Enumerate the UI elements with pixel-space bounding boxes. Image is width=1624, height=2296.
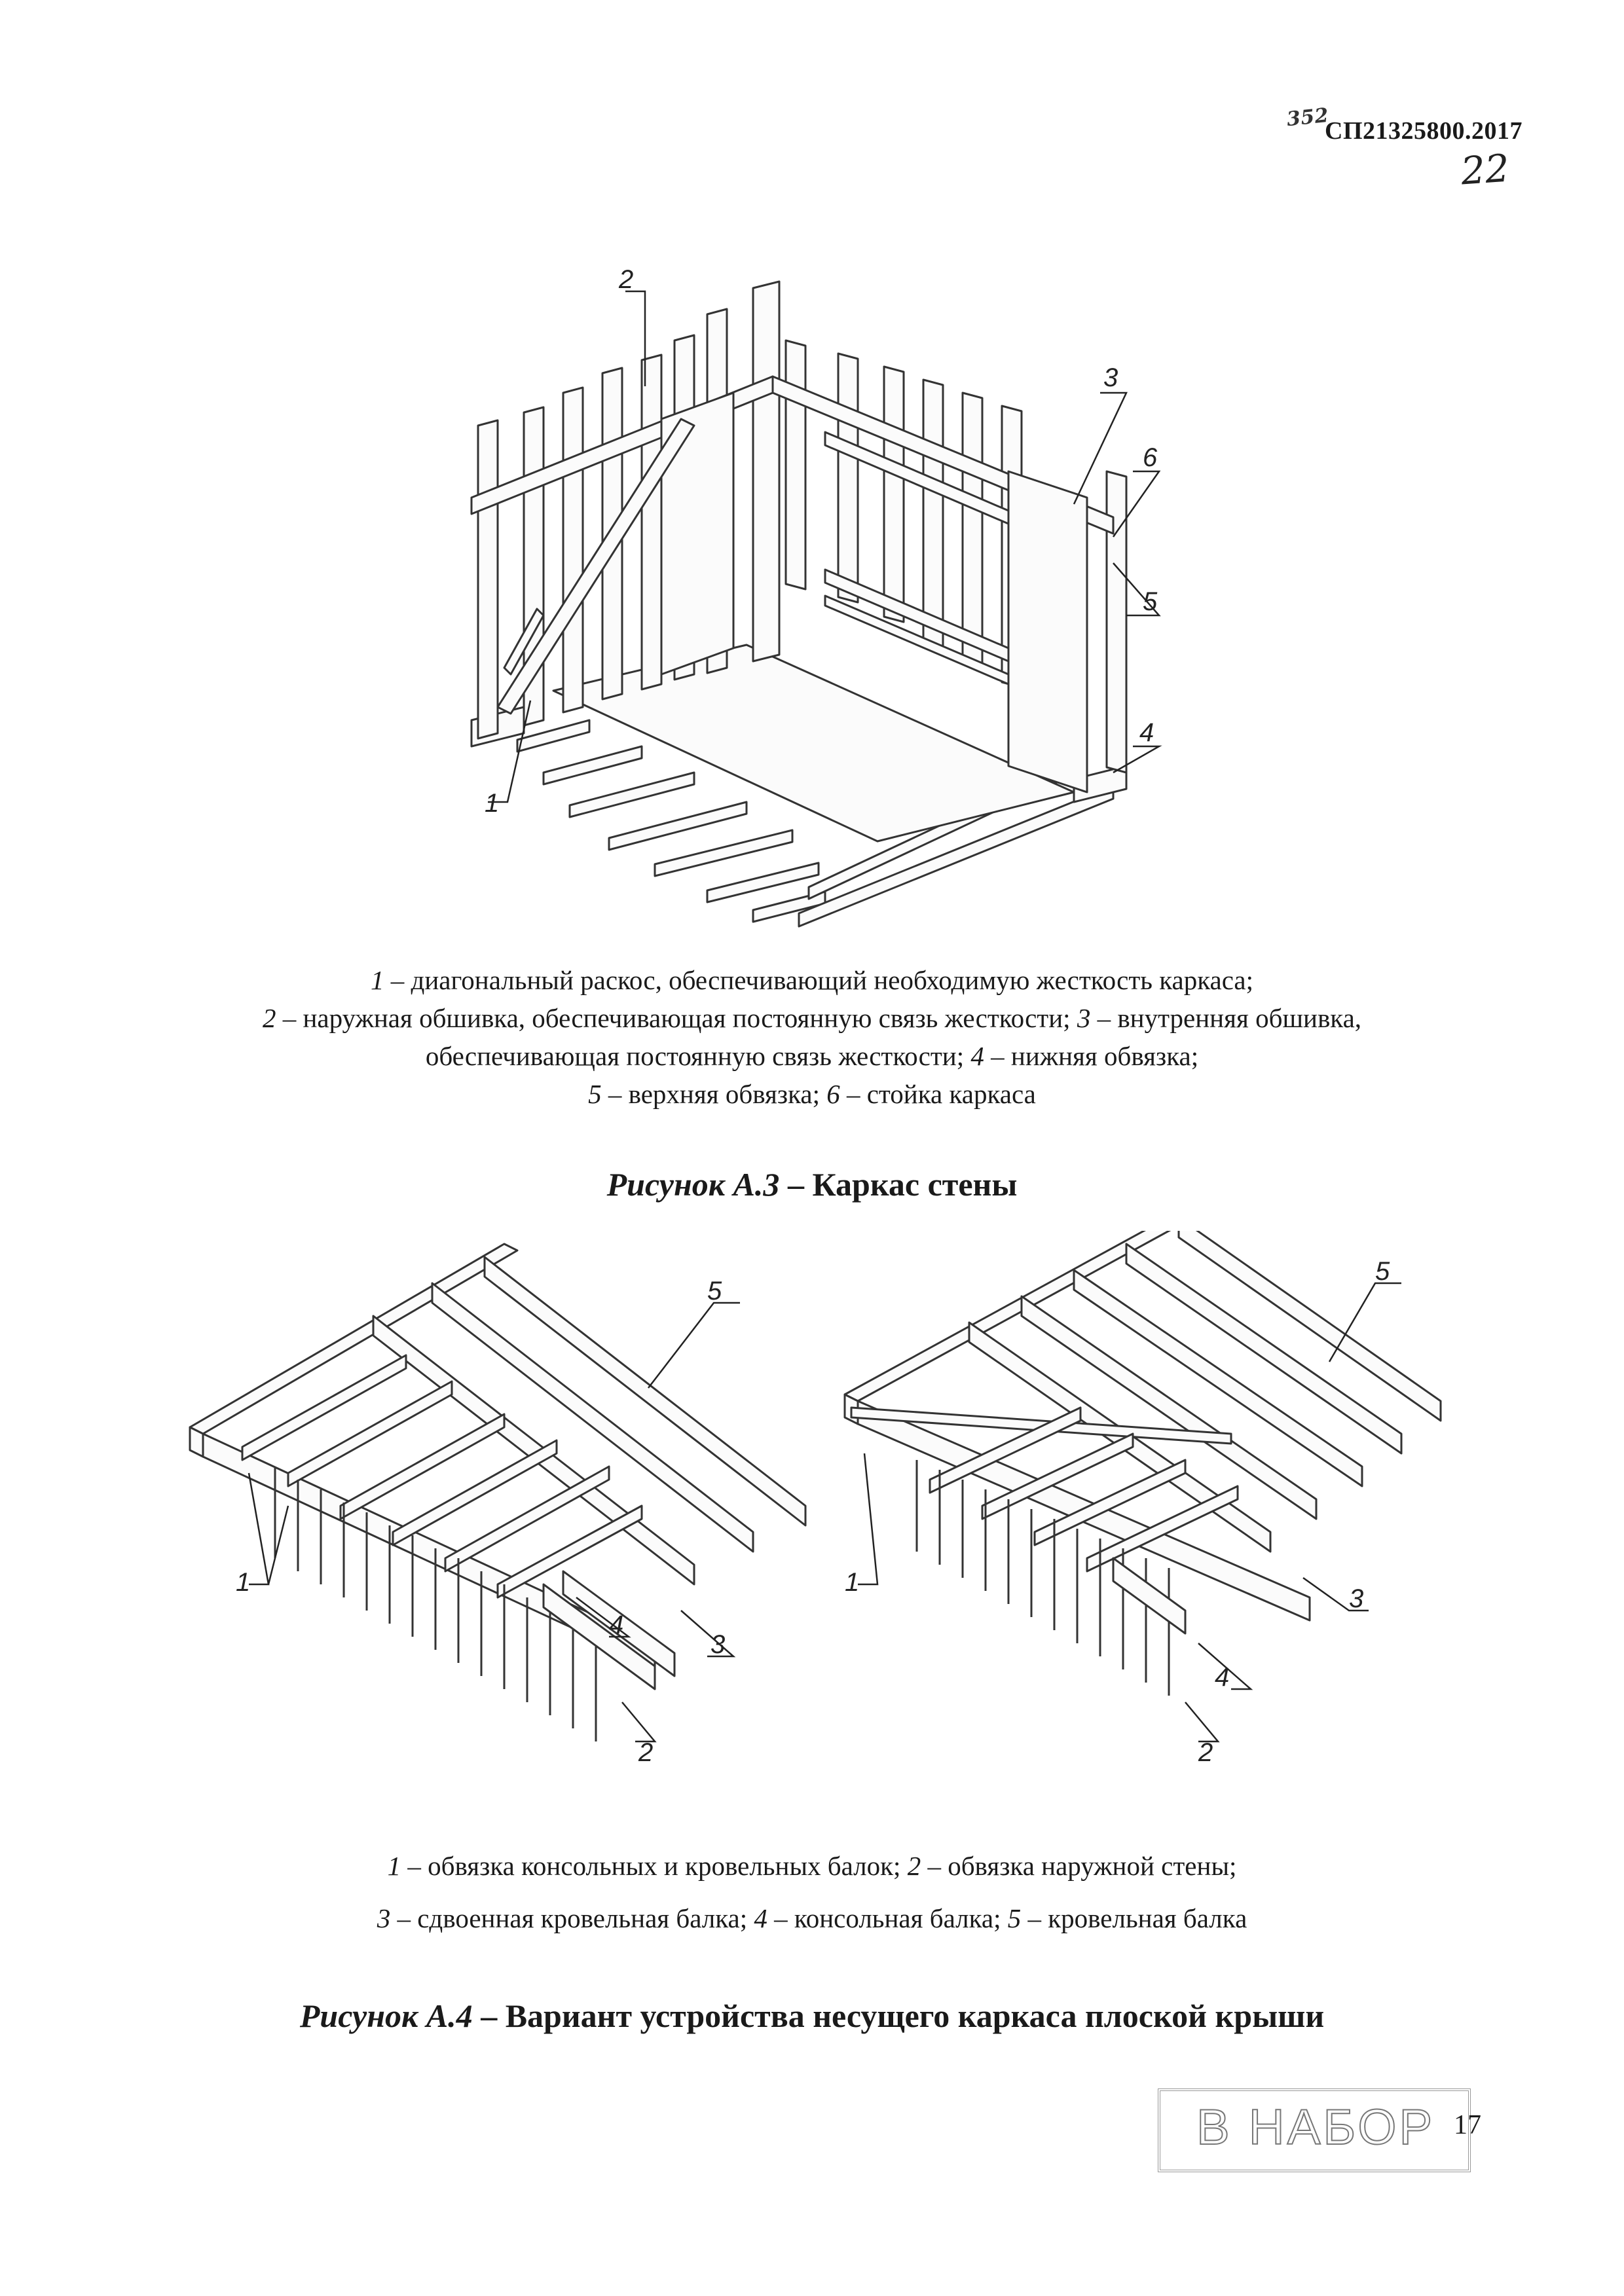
figure-a4-caption: 1 – обвязка консольных и кровельных бало… <box>0 1840 1624 1944</box>
figure-a4-leaders <box>248 1282 1401 1743</box>
caption-line: 1 – диагональный раскос, обеспечивающий … <box>371 965 1253 995</box>
fig-a4-left-label-2: 2 <box>638 1738 653 1767</box>
fig-a3-label-3: 3 <box>1103 363 1118 392</box>
stamp: В НАБОР <box>1158 2088 1471 2172</box>
figure-a3-caption: 1 – диагональный раскос, обеспечивающий … <box>0 961 1624 1113</box>
stamp-text: В НАБОР <box>1196 2099 1435 2156</box>
caption-line: 5 – верхняя обвязка; 6 – стойка каркаса <box>588 1079 1036 1109</box>
fig-a3-label-5: 5 <box>1143 587 1158 616</box>
handwritten-code: 352 <box>1285 103 1330 132</box>
page-number: 17 <box>1454 2110 1481 2140</box>
figure-a4-drawing: 5 1 4 3 2 5 1 3 4 2 <box>189 1231 1442 1767</box>
fig-a4-left-label-3: 3 <box>710 1630 725 1659</box>
inner-sheathing-panel <box>1007 470 1088 793</box>
figure-a4-title: Рисунок А.4 – Вариант устройства несущег… <box>299 1997 1325 2034</box>
left-roof-frame <box>189 1243 807 1741</box>
figure-a3-title: Рисунок А.3 – Каркас стены <box>606 1166 1018 1203</box>
fig-a4-right-label-2: 2 <box>1198 1738 1213 1767</box>
handwritten-sheet-number: 22 <box>1459 145 1511 194</box>
caption-line: 3 – сдвоенная кровельная балка; 4 – конс… <box>377 1903 1247 1933</box>
right-roof-frame <box>843 1231 1442 1696</box>
doc-code-prefix: СП <box>1325 117 1363 145</box>
fig-a4-right-label-1: 1 <box>845 1568 859 1597</box>
fig-a4-left-label-1: 1 <box>236 1568 250 1597</box>
caption-line: 1 – обвязка консольных и кровельных бало… <box>387 1851 1237 1881</box>
caption-line: 2 – наружная обшивка, обеспечивающая пос… <box>262 1003 1362 1033</box>
fig-a3-label-6: 6 <box>1143 443 1158 472</box>
fig-a4-left-label-4: 4 <box>609 1611 623 1639</box>
document-code: СП21325800.2017 352 <box>1285 104 1522 145</box>
figure-a3-leaders <box>488 290 1162 803</box>
fig-a3-label-2: 2 <box>618 265 633 294</box>
fig-a3-label-4: 4 <box>1139 718 1154 747</box>
diagonal-brace <box>496 418 695 715</box>
fig-a4-right-label-4: 4 <box>1215 1663 1229 1692</box>
fig-a4-right-label-3: 3 <box>1349 1584 1363 1613</box>
fig-a3-label-1: 1 <box>485 789 499 818</box>
caption-line: обеспечивающая постоянную связь жесткост… <box>425 1041 1199 1071</box>
doc-code-digits: 21325800.2017 <box>1363 117 1522 145</box>
figure-a3-drawing: 2 3 6 5 4 1 <box>470 265 1162 928</box>
fig-a4-left-label-5: 5 <box>707 1277 722 1305</box>
fig-a4-right-label-5: 5 <box>1375 1257 1390 1286</box>
